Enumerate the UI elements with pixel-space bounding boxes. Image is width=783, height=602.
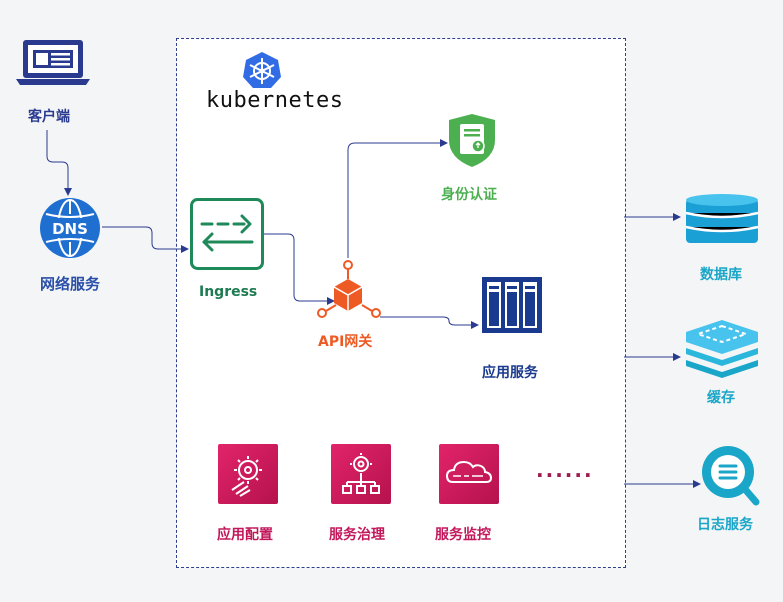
- server-icon: [482, 277, 542, 333]
- gear-icon: [231, 456, 262, 497]
- dns-to-ingress-line: [102, 226, 189, 253]
- gateway-to-app-line: [380, 316, 479, 329]
- gateway-to-auth-line: [347, 139, 448, 258]
- laptop-icon: [16, 40, 90, 85]
- log-search-icon: [702, 446, 760, 506]
- logging-label: 日志服务: [697, 517, 753, 533]
- app-config-tile: [218, 444, 278, 504]
- cloud-icon: [445, 460, 493, 483]
- service-governance-label: 服务治理: [329, 527, 385, 543]
- app-service-label: 应用服务: [482, 365, 538, 381]
- client-to-dns-line: [46, 130, 72, 196]
- ingress-icon: [190, 198, 264, 270]
- dns-label: 网络服务: [40, 275, 101, 293]
- ingress-label: Ingress: [199, 284, 258, 300]
- identity-auth-label: 身份认证: [441, 187, 497, 203]
- hierarchy-gear-icon: [342, 453, 380, 494]
- api-gateway-icon: [317, 260, 381, 318]
- client-label: 客户端: [28, 109, 70, 125]
- cache-layers-icon: [686, 320, 758, 378]
- service-monitoring-tile: [439, 444, 499, 504]
- ingress-to-gateway-line: [264, 233, 335, 305]
- cache-label: 缓存: [707, 390, 735, 406]
- identity-shield-icon: [449, 114, 495, 167]
- api-gateway-label: API网关: [318, 334, 373, 350]
- kubernetes-wordmark: kubernetes: [206, 88, 344, 113]
- kubernetes-logo-icon: [243, 52, 281, 88]
- database-label: 数据库: [700, 267, 742, 283]
- more-ellipsis: ......: [536, 458, 594, 482]
- service-governance-tile: [331, 444, 391, 504]
- dns-badge: DNS: [52, 220, 88, 238]
- service-monitoring-label: 服务监控: [435, 527, 491, 543]
- database-icon: [685, 194, 759, 243]
- dns-globe-icon: DNS: [40, 198, 100, 258]
- app-config-label: 应用配置: [217, 527, 273, 543]
